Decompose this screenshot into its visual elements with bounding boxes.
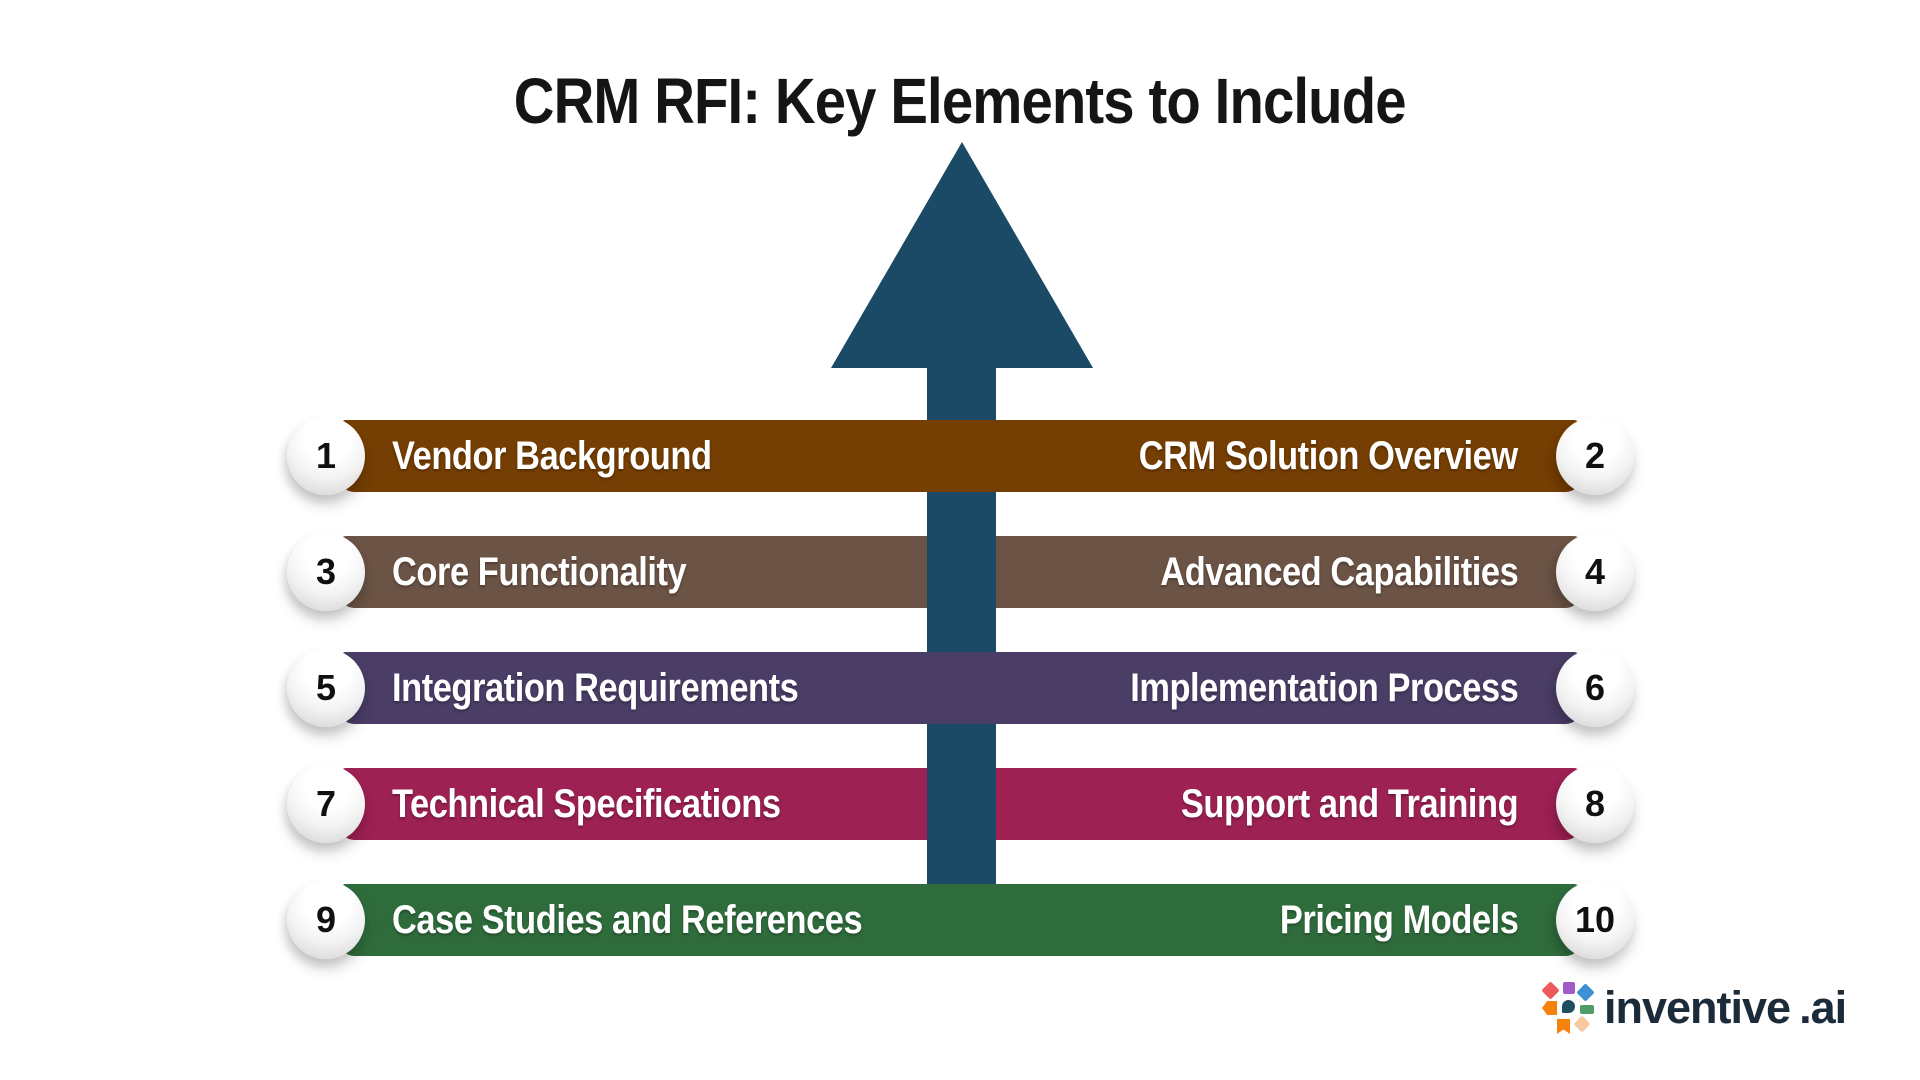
number-badge-5: 5 (287, 649, 365, 727)
inventive-logo-icon (1541, 981, 1595, 1034)
bar-label-vendor-background: Vendor Background (392, 434, 712, 478)
logo-shape-teal-drop (1562, 1000, 1575, 1013)
logo-shape-orange-bookmark (1557, 1019, 1570, 1034)
bar-label-crm-solution-overview: CRM Solution Overview (1139, 434, 1518, 478)
logo-suffix: .ai (1799, 982, 1847, 1033)
logo-shape-orange-arrow (1542, 1001, 1557, 1015)
page-title-text: CRM RFI: Key Elements to Include (514, 65, 1407, 137)
bar-row-1: Vendor Background CRM Solution Overview (340, 420, 1580, 492)
number-badge-4: 4 (1556, 533, 1634, 611)
arrow-head-icon (831, 142, 1093, 368)
page-title: CRM RFI: Key Elements to Include (0, 64, 1920, 138)
number-badge-8: 8 (1556, 765, 1634, 843)
number-badge-2: 2 (1556, 417, 1634, 495)
number-badge-1: 1 (287, 417, 365, 495)
number-badge-7: 7 (287, 765, 365, 843)
number-badge-3: 3 (287, 533, 365, 611)
number-badge-9: 9 (287, 881, 365, 959)
bar-label-advanced-capabilities: Advanced Capabilities (1159, 550, 1518, 594)
bar-label-pricing-models: Pricing Models (1279, 898, 1518, 942)
logo-shape-peach-diamond (1573, 1015, 1591, 1033)
logo-shape-purple-square (1563, 982, 1575, 994)
bar-label-technical-specifications: Technical Specifications (392, 782, 781, 826)
bar-label-core-functionality: Core Functionality (392, 550, 687, 594)
logo-shape-blue-diamond (1576, 983, 1595, 1002)
logo-wordmark: inventive (1604, 982, 1791, 1033)
bar-row-3: Integration Requirements Implementation … (340, 652, 1580, 724)
bar-label-integration-requirements: Integration Requirements (392, 666, 799, 710)
number-badge-6: 6 (1556, 649, 1634, 727)
bar-row-5: Case Studies and References Pricing Mode… (340, 884, 1580, 956)
number-badge-10: 10 (1556, 881, 1634, 959)
inventive-ai-logo: inventive .ai (1541, 980, 1847, 1036)
bar-label-implementation-process: Implementation Process (1129, 666, 1519, 710)
bar-label-support-and-training: Support and Training (1180, 782, 1519, 826)
bar-label-case-studies-and-references: Case Studies and References (392, 898, 863, 942)
logo-shape-green-bar (1580, 1005, 1594, 1014)
